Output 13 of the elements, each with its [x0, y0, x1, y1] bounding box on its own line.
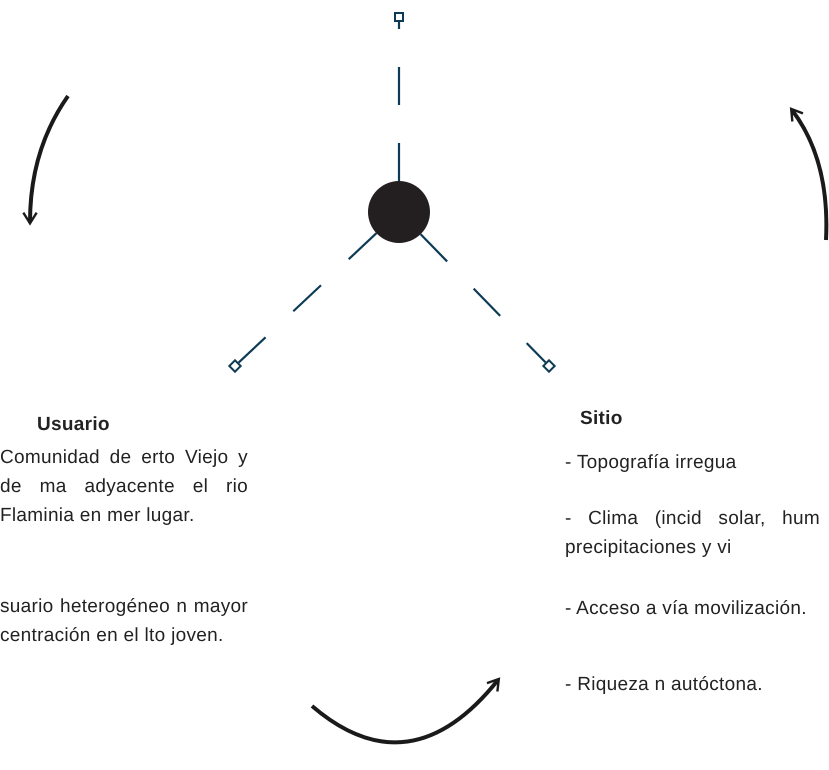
section-heading: Sitio	[580, 407, 624, 431]
description-text: suario heterogéneo n mayor centración en el lto joven.	[0, 595, 248, 648]
dashed-connector	[238, 232, 378, 364]
description-text: - Clima (incid solar, hum precipitaciones y vi	[565, 507, 820, 560]
description-text: - Acceso a vía movilización.	[565, 597, 808, 621]
description-text: - Riqueza n autóctona.	[565, 673, 764, 697]
dashed-connector	[398, 22, 400, 181]
section-heading: Usuario	[37, 413, 111, 437]
dashed-connector	[420, 233, 546, 364]
center-dot	[368, 181, 430, 243]
end-square	[394, 12, 404, 22]
description-text: - Topografía irregua	[565, 451, 738, 475]
description-text: Comunidad de erto Viejo y de ma adyacente el rio Flaminia en mer lugar.	[0, 446, 248, 528]
